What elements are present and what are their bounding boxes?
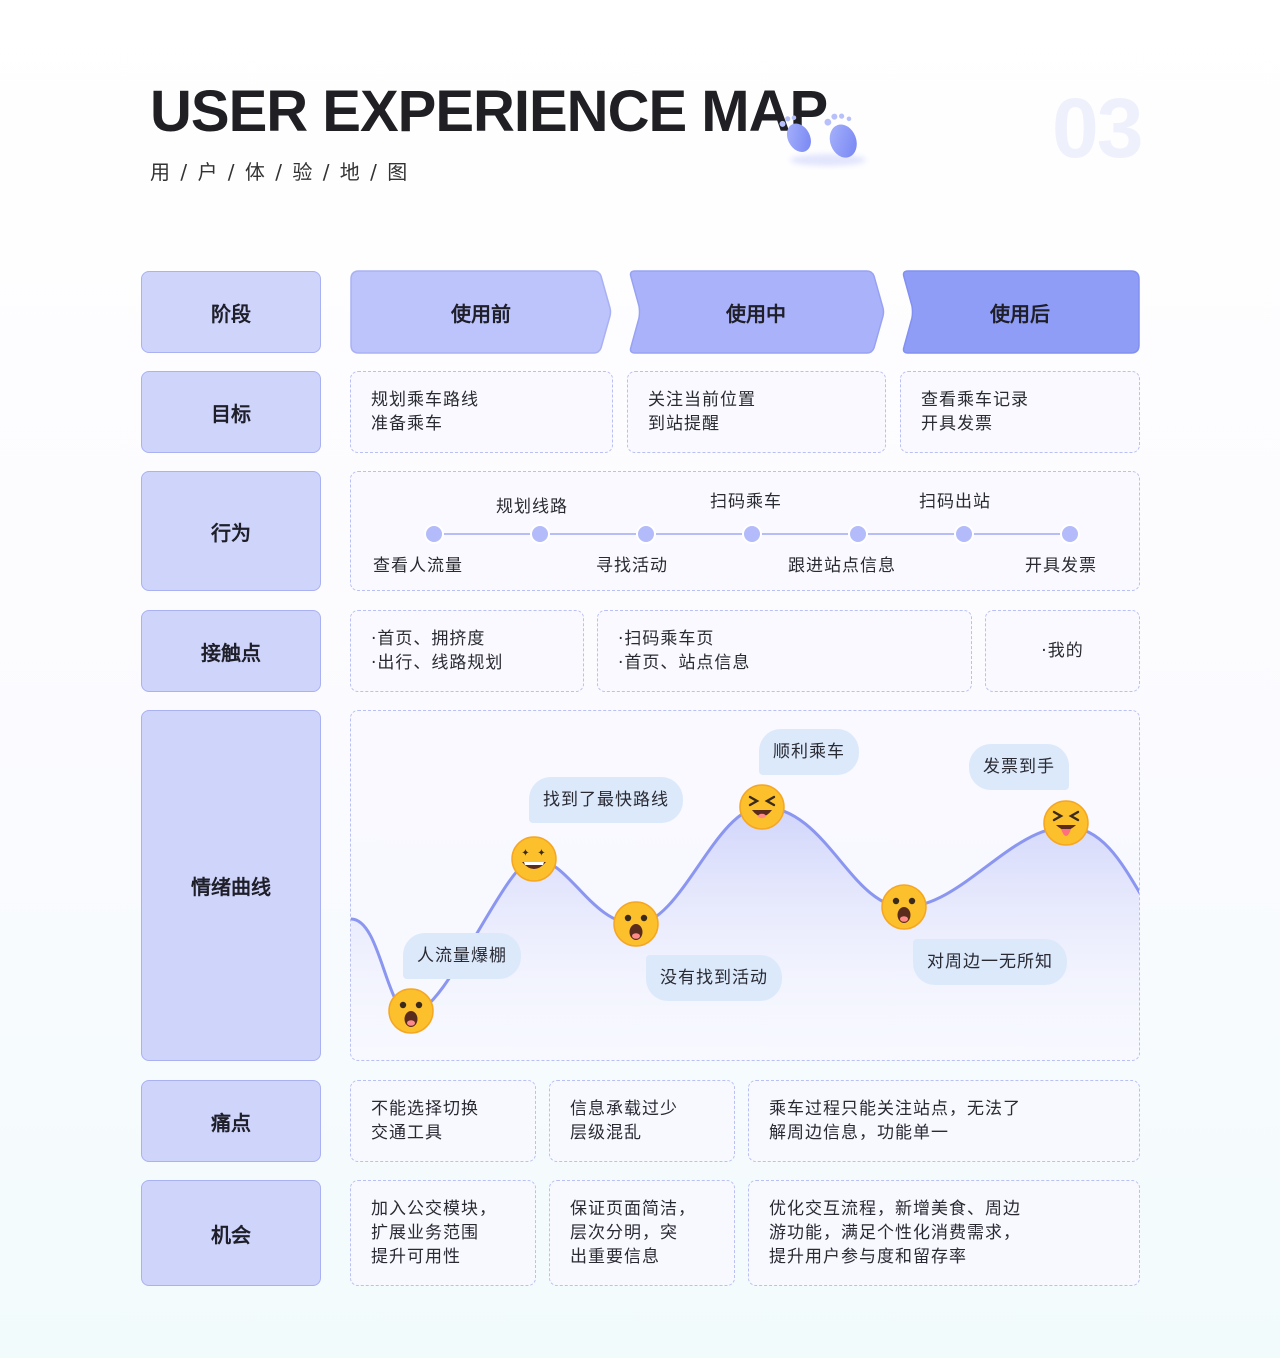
timeline-track xyxy=(424,524,1080,544)
pain-line: 乘车过程只能关注站点，无法了 xyxy=(769,1099,1021,1119)
timeline-dot xyxy=(530,524,550,544)
emotion-bubble: 顺利乘车 xyxy=(759,729,859,775)
opportunity-line: 保证页面简洁， xyxy=(570,1199,696,1219)
emotion-bubble: 找到了最快路线 xyxy=(529,777,683,823)
shocked-emoji-icon xyxy=(881,884,927,930)
goal-line: 到站提醒 xyxy=(648,414,720,434)
action-label: 规划线路 xyxy=(496,497,568,517)
timeline-dot xyxy=(1060,524,1080,544)
timeline-dot xyxy=(848,524,868,544)
pain-line: 不能选择切换 xyxy=(371,1099,479,1119)
page-subtitle: 用 / 户 / 体 / 验 / 地 / 图 xyxy=(150,160,410,184)
touchpoint-line: ·我的 xyxy=(1041,641,1084,661)
pain-card: 不能选择切换 交通工具 xyxy=(350,1080,536,1162)
row-label-touchpoint: 接触点 xyxy=(141,610,321,692)
row-label-action: 行为 xyxy=(141,471,321,591)
opportunity-line: 游功能，满足个性化消费需求， xyxy=(769,1223,1021,1243)
touchpoint-line: ·首页、站点信息 xyxy=(618,653,751,673)
action-label: 寻找活动 xyxy=(596,556,668,576)
page-number: 03 xyxy=(1052,81,1143,175)
row-label-pain: 痛点 xyxy=(141,1080,321,1162)
touchpoint-card: ·首页、拥挤度 ·出行、线路规划 xyxy=(350,610,584,692)
pain-card: 乘车过程只能关注站点，无法了 解周边信息，功能单一 xyxy=(748,1080,1140,1162)
goal-line: 关注当前位置 xyxy=(648,390,756,410)
action-label: 扫码出站 xyxy=(919,492,991,512)
goal-line: 准备乘车 xyxy=(371,414,443,434)
goal-card: 关注当前位置 到站提醒 xyxy=(627,371,886,453)
stage-before: 使用前 xyxy=(350,270,612,354)
row-label-stage: 阶段 xyxy=(141,271,321,353)
action-label: 扫码乘车 xyxy=(710,492,782,512)
timeline-dot xyxy=(742,524,762,544)
emotion-chart: 人流量爆棚 找到了最快路线 没有找到活动 顺利乘车 对周边一无所知 发票到手 ✦… xyxy=(350,710,1140,1061)
goal-line: 规划乘车路线 xyxy=(371,390,479,410)
touchpoint-line: ·出行、线路规划 xyxy=(371,653,504,673)
laughing-emoji-icon xyxy=(739,784,785,830)
action-label: 开具发票 xyxy=(1025,556,1097,576)
opportunity-line: 扩展业务范围 xyxy=(371,1223,479,1243)
action-label: 跟进站点信息 xyxy=(788,556,896,576)
opportunity-line: 出重要信息 xyxy=(570,1247,660,1267)
pain-line: 交通工具 xyxy=(371,1123,443,1143)
shocked-emoji-icon xyxy=(613,901,659,947)
opportunity-line: 加入公交模块， xyxy=(371,1199,497,1219)
emotion-bubble: 发票到手 xyxy=(969,744,1069,790)
stage-label: 使用前 xyxy=(451,301,511,326)
row-label-goal: 目标 xyxy=(141,371,321,453)
starstruck-emoji-icon: ✦ ✦ xyxy=(511,836,557,882)
pain-line: 解周边信息，功能单一 xyxy=(769,1123,949,1143)
opportunity-line: 层次分明，突 xyxy=(570,1223,678,1243)
touchpoint-line: ·首页、拥挤度 xyxy=(371,629,486,649)
shocked-emoji-icon xyxy=(388,988,434,1034)
action-label: 查看人流量 xyxy=(373,556,463,576)
opportunity-card: 保证页面简洁， 层次分明，突 出重要信息 xyxy=(549,1180,735,1286)
row-label-emotion: 情绪曲线 xyxy=(141,710,321,1061)
goal-line: 开具发票 xyxy=(921,414,993,434)
pain-line: 层级混乱 xyxy=(570,1123,642,1143)
stage-during: 使用中 xyxy=(627,270,885,354)
opportunity-line: 优化交互流程，新增美食、周边 xyxy=(769,1199,1021,1219)
emotion-bubble: 对周边一无所知 xyxy=(913,939,1067,985)
stage-after: 使用后 xyxy=(900,270,1140,354)
opportunity-line: 提升用户参与度和留存率 xyxy=(769,1247,967,1267)
svg-text:✦: ✦ xyxy=(521,848,530,859)
opportunity-card: 优化交互流程，新增美食、周边 游功能，满足个性化消费需求， 提升用户参与度和留存… xyxy=(748,1180,1140,1286)
svg-text:✦: ✦ xyxy=(537,848,546,859)
touchpoint-card: ·扫码乘车页 ·首页、站点信息 xyxy=(597,610,972,692)
goal-card: 规划乘车路线 准备乘车 xyxy=(350,371,613,453)
stage-label: 使用中 xyxy=(726,301,786,326)
action-timeline: 查看人流量 规划线路 寻找活动 扫码乘车 跟进站点信息 扫码出站 开具发票 xyxy=(350,471,1140,591)
touchpoint-card: ·我的 xyxy=(985,610,1140,692)
emotion-bubble: 没有找到活动 xyxy=(646,955,782,1001)
timeline-dot xyxy=(954,524,974,544)
pain-card: 信息承载过少 层级混乱 xyxy=(549,1080,735,1162)
row-label-opportunity: 机会 xyxy=(141,1180,321,1286)
footprints-icon xyxy=(779,113,866,166)
stage-label: 使用后 xyxy=(990,301,1050,326)
opportunity-line: 提升可用性 xyxy=(371,1247,461,1267)
touchpoint-line: ·扫码乘车页 xyxy=(618,629,715,649)
goal-card: 查看乘车记录 开具发票 xyxy=(900,371,1140,453)
emotion-bubble: 人流量爆棚 xyxy=(403,933,521,979)
timeline-dot xyxy=(636,524,656,544)
tongue-out-emoji-icon xyxy=(1043,800,1089,846)
goal-line: 查看乘车记录 xyxy=(921,390,1029,410)
pain-line: 信息承载过少 xyxy=(570,1099,678,1119)
timeline-dot xyxy=(424,524,444,544)
opportunity-card: 加入公交模块， 扩展业务范围 提升可用性 xyxy=(350,1180,536,1286)
page-title: USER EXPERIENCE MAP xyxy=(150,79,828,144)
